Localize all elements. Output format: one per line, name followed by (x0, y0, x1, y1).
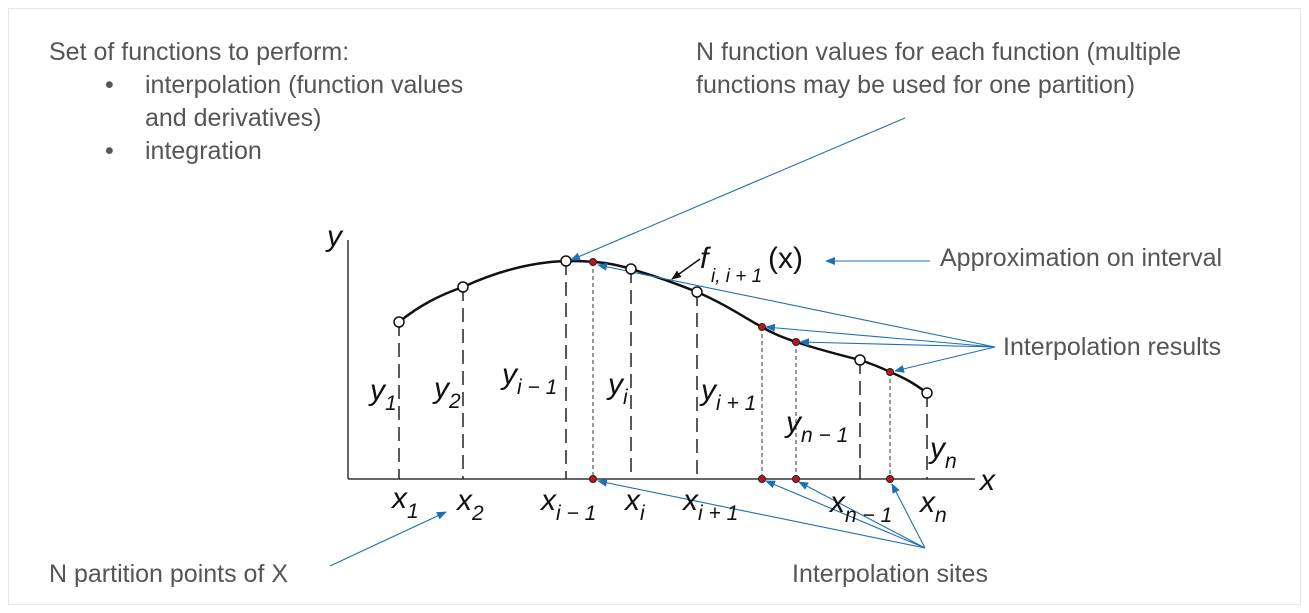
result-arrow (597, 262, 996, 348)
bullet-interpolation-cont: and derivatives) (145, 104, 322, 132)
bullet-symbol: • (105, 137, 114, 165)
function-label: f i, i + 1 (x) (700, 242, 803, 287)
partition-node (457, 281, 469, 293)
bullet-symbol: • (105, 71, 114, 99)
x-tick-label-sub: n (935, 504, 947, 527)
x-tick-label-sub: i − 1 (556, 502, 596, 525)
partition-node (921, 387, 933, 399)
interpolation-site-point (886, 475, 894, 483)
site-arrow (798, 481, 926, 549)
partition-node (625, 263, 637, 275)
x-tick-label-base: x (623, 484, 641, 517)
result-arrow (765, 323, 996, 348)
partition-node (393, 316, 405, 328)
x-tick-label-base: x (455, 484, 473, 517)
y-value-label-sub: 2 (448, 390, 461, 413)
y-value-label: yn − 1 (784, 406, 848, 447)
function-pointer-arrow (671, 258, 701, 280)
y-value-label-sub: 1 (385, 392, 397, 415)
y-axis-label: y (325, 220, 344, 253)
result-arrow (894, 346, 996, 373)
interpolation-result-point (589, 258, 597, 266)
results-label: Interpolation results (1003, 333, 1222, 361)
frame (8, 8, 1301, 605)
y-value-label-sub: n (945, 450, 957, 473)
function-label-arg: (x) (768, 242, 803, 275)
y-value-label: yn (928, 432, 957, 473)
interpolation-result-point (792, 338, 800, 346)
x-tick-label: xn (918, 486, 947, 527)
top-note-line1: N function values for each function (mul… (696, 38, 1181, 66)
y-value-label: yi + 1 (699, 374, 756, 415)
x-tick-label: xn − 1 (828, 486, 892, 527)
x-tick-label: xi + 1 (681, 484, 738, 525)
partition-arrow (329, 511, 447, 567)
y-value-label-sub: i + 1 (716, 392, 756, 415)
interpolation-result-point (886, 368, 894, 376)
function-label-sub: i, i + 1 (711, 266, 762, 287)
y-value-label-base: y (928, 432, 947, 465)
function-values-arrow (570, 117, 906, 261)
x-tick-label-base: x (681, 484, 699, 517)
function-label-base: f (700, 242, 711, 275)
approximation-label: Approximation on interval (940, 244, 1223, 272)
interpolation-site-point (792, 475, 800, 483)
y-value-label-sub: n − 1 (801, 424, 848, 447)
site-arrow (891, 483, 926, 549)
site-arrow (597, 478, 926, 549)
x-tick-label-sub: i + 1 (698, 502, 738, 525)
partition-node (854, 354, 866, 366)
x-tick-label: xi − 1 (539, 484, 596, 525)
x-tick-label-sub: n − 1 (845, 504, 892, 527)
y-value-label-base: y (784, 406, 803, 439)
partition-label: N partition points of X (49, 560, 289, 588)
bullet-interpolation: interpolation (function values (145, 71, 464, 99)
x-tick-label-base: x (918, 486, 936, 519)
x-tick-label-sub: 2 (471, 502, 484, 525)
x-tick-label-sub: 1 (407, 500, 419, 523)
y-value-label: y1 (368, 374, 397, 415)
y-value-label-base: y (699, 374, 718, 407)
result-arrow (799, 338, 996, 348)
top-note-line2: functions may be used for one partition) (696, 71, 1136, 99)
interpolation-result-point (758, 323, 766, 331)
interpolation-site-point (589, 475, 597, 483)
y-value-label: y2 (432, 372, 461, 413)
y-value-label-base: y (432, 372, 451, 405)
x-tick-label-base: x (390, 482, 408, 515)
approximation-curve (398, 259, 928, 395)
bullet-integration: integration (145, 137, 262, 165)
y-value-label-base: y (368, 374, 387, 407)
interpolation-site-point (758, 475, 766, 483)
y-value-label-base: y (606, 368, 625, 401)
y-value-label: yi (606, 368, 629, 409)
sites-label: Interpolation sites (792, 560, 988, 588)
axes (347, 240, 975, 480)
y-value-label-sub: i (623, 386, 629, 409)
y-value-label: yi − 1 (500, 358, 557, 399)
x-tick-label-base: x (828, 486, 846, 519)
x-tick-label: x2 (455, 484, 484, 525)
x-tick-label: x1 (390, 482, 419, 523)
x-tick-label-sub: i (640, 502, 646, 525)
x-axis-label: x (978, 464, 996, 497)
x-tick-label: xi (623, 484, 646, 525)
site-arrow (765, 480, 926, 549)
y-value-label-base: y (500, 358, 519, 391)
y-value-label-sub: i − 1 (517, 376, 557, 399)
partition-node (691, 286, 703, 298)
x-tick-label-base: x (539, 484, 557, 517)
partition-node (560, 255, 572, 267)
heading: Set of functions to perform: (49, 38, 350, 66)
